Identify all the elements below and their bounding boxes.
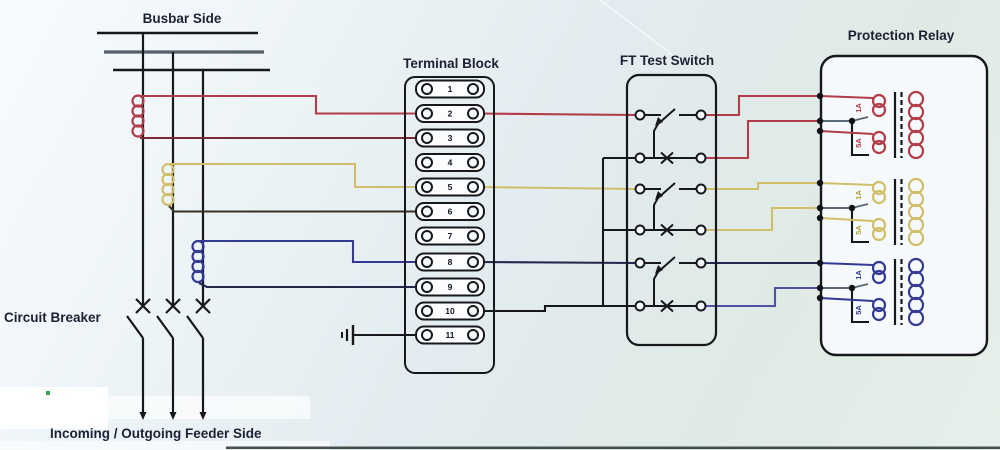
terminal-10: 10: [415, 301, 485, 321]
terminal-number: 8: [448, 257, 453, 267]
terminal-number: 4: [448, 158, 453, 168]
arrow-down-icon: [199, 412, 207, 420]
terminal-number: 6: [448, 207, 453, 217]
protection-relay: 1A 5A 1A 5A: [816, 54, 989, 357]
terminal-1: 1: [415, 79, 485, 99]
blade-arrow-icon: [655, 191, 663, 200]
blade-arrow-icon: [655, 265, 663, 274]
wire-yellow-return: [168, 205, 421, 213]
ct-coil-blue: [191, 239, 205, 284]
relay-coil-secondary-r: [907, 90, 925, 160]
terminal-6: 6: [415, 202, 485, 221]
terminal-number: 3: [448, 133, 453, 143]
circuit-breaker-label: Circuit Breaker: [4, 310, 102, 325]
wire-s4-relay: [705, 206, 818, 232]
test-switch-outline: [625, 73, 718, 347]
busbar: [97, 31, 270, 72]
terminal-7: 7: [415, 226, 485, 246]
busbar-side-label: Busbar Side: [143, 11, 222, 26]
wire-s6-relay: [705, 286, 818, 308]
terminal-11: 11: [415, 325, 485, 345]
green-mark: [46, 391, 50, 395]
tap-label-1a: 1A: [854, 190, 863, 200]
ft-test-switch: [625, 73, 718, 347]
terminal-number: 5: [448, 182, 453, 192]
terminal-block-outline: [404, 76, 495, 374]
wire-t2-s1: [477, 112, 636, 117]
tap-label-5a: 5A: [854, 225, 863, 235]
switch-pair-red: [634, 108, 707, 165]
tap-label-5a: 5A: [854, 305, 863, 315]
wire-s3-relay: [705, 181, 818, 191]
breaker-blade: [186, 315, 204, 339]
light-streak: [599, 0, 683, 63]
terminal-5: 5: [415, 177, 485, 197]
breaker-blade: [156, 315, 174, 339]
tap-label-5a: 5A: [854, 138, 863, 148]
switch-pair-blue: [634, 256, 707, 313]
terminal-block: 1 2 3 4 5 6 7: [341, 76, 495, 374]
relay-input-r: 1A 5A: [816, 90, 925, 160]
terminal-3: 3: [415, 128, 485, 148]
arrow-down-icon: [169, 412, 177, 420]
wire-blue-phase: [200, 239, 421, 264]
wires-ct-to-terminals: [140, 94, 421, 289]
wire-s1-relay: [705, 94, 818, 117]
tap-label-1a: 1A: [854, 103, 863, 113]
ground-icon: [341, 325, 422, 345]
blade-arrow-icon: [655, 117, 663, 126]
terminal-8: 8: [415, 252, 485, 272]
tap-label-1a: 1A: [854, 270, 863, 280]
feeder-2: [156, 52, 181, 420]
feeder-side-label: Incoming / Outgoing Feeder Side: [50, 426, 262, 441]
relay-input-b: 1A 5A: [816, 257, 925, 327]
relay-box-fill: [821, 56, 987, 355]
relay-input-y: 1A 5A: [816, 177, 925, 247]
ft-test-switch-label: FT Test Switch: [620, 53, 714, 68]
terminal-number: 9: [448, 282, 453, 292]
terminal-number: 2: [448, 109, 453, 119]
feeder-3: [186, 70, 211, 420]
wire-t10-common: [478, 304, 636, 313]
feeder-1: [126, 33, 151, 420]
wires-switch-to-relay: [705, 94, 818, 308]
ct-coil-red: [131, 94, 145, 138]
wire-t5-s3: [477, 185, 636, 191]
arrow-down-icon: [139, 412, 147, 420]
wire-red-phase: [140, 94, 421, 115]
wires-terminals-to-switch: [477, 112, 636, 313]
terminal-number: 10: [445, 306, 455, 316]
terminal-number: 7: [448, 231, 453, 241]
wire-blue-return: [198, 282, 421, 289]
ct-coil-yellow: [161, 162, 175, 207]
terminal-4: 4: [415, 153, 485, 172]
terminal-9: 9: [415, 277, 485, 297]
bottom-strip: [226, 446, 1000, 450]
breaker-blade: [126, 315, 144, 339]
terminal-number: 11: [446, 330, 455, 340]
terminal-2: 2: [415, 104, 485, 123]
relay-coil-secondary-b: [907, 257, 925, 327]
feeder-lines: [126, 33, 211, 420]
terminal-number: 1: [448, 84, 453, 94]
wire-t8-s5: [477, 260, 636, 265]
protection-relay-label: Protection Relay: [848, 28, 955, 43]
wire-yellow-phase: [170, 162, 421, 189]
terminal-block-label: Terminal Block: [403, 56, 499, 71]
relay-coil-secondary-y: [907, 177, 925, 247]
wire-s2-relay: [705, 119, 818, 160]
switch-pair-yellow: [634, 182, 707, 237]
